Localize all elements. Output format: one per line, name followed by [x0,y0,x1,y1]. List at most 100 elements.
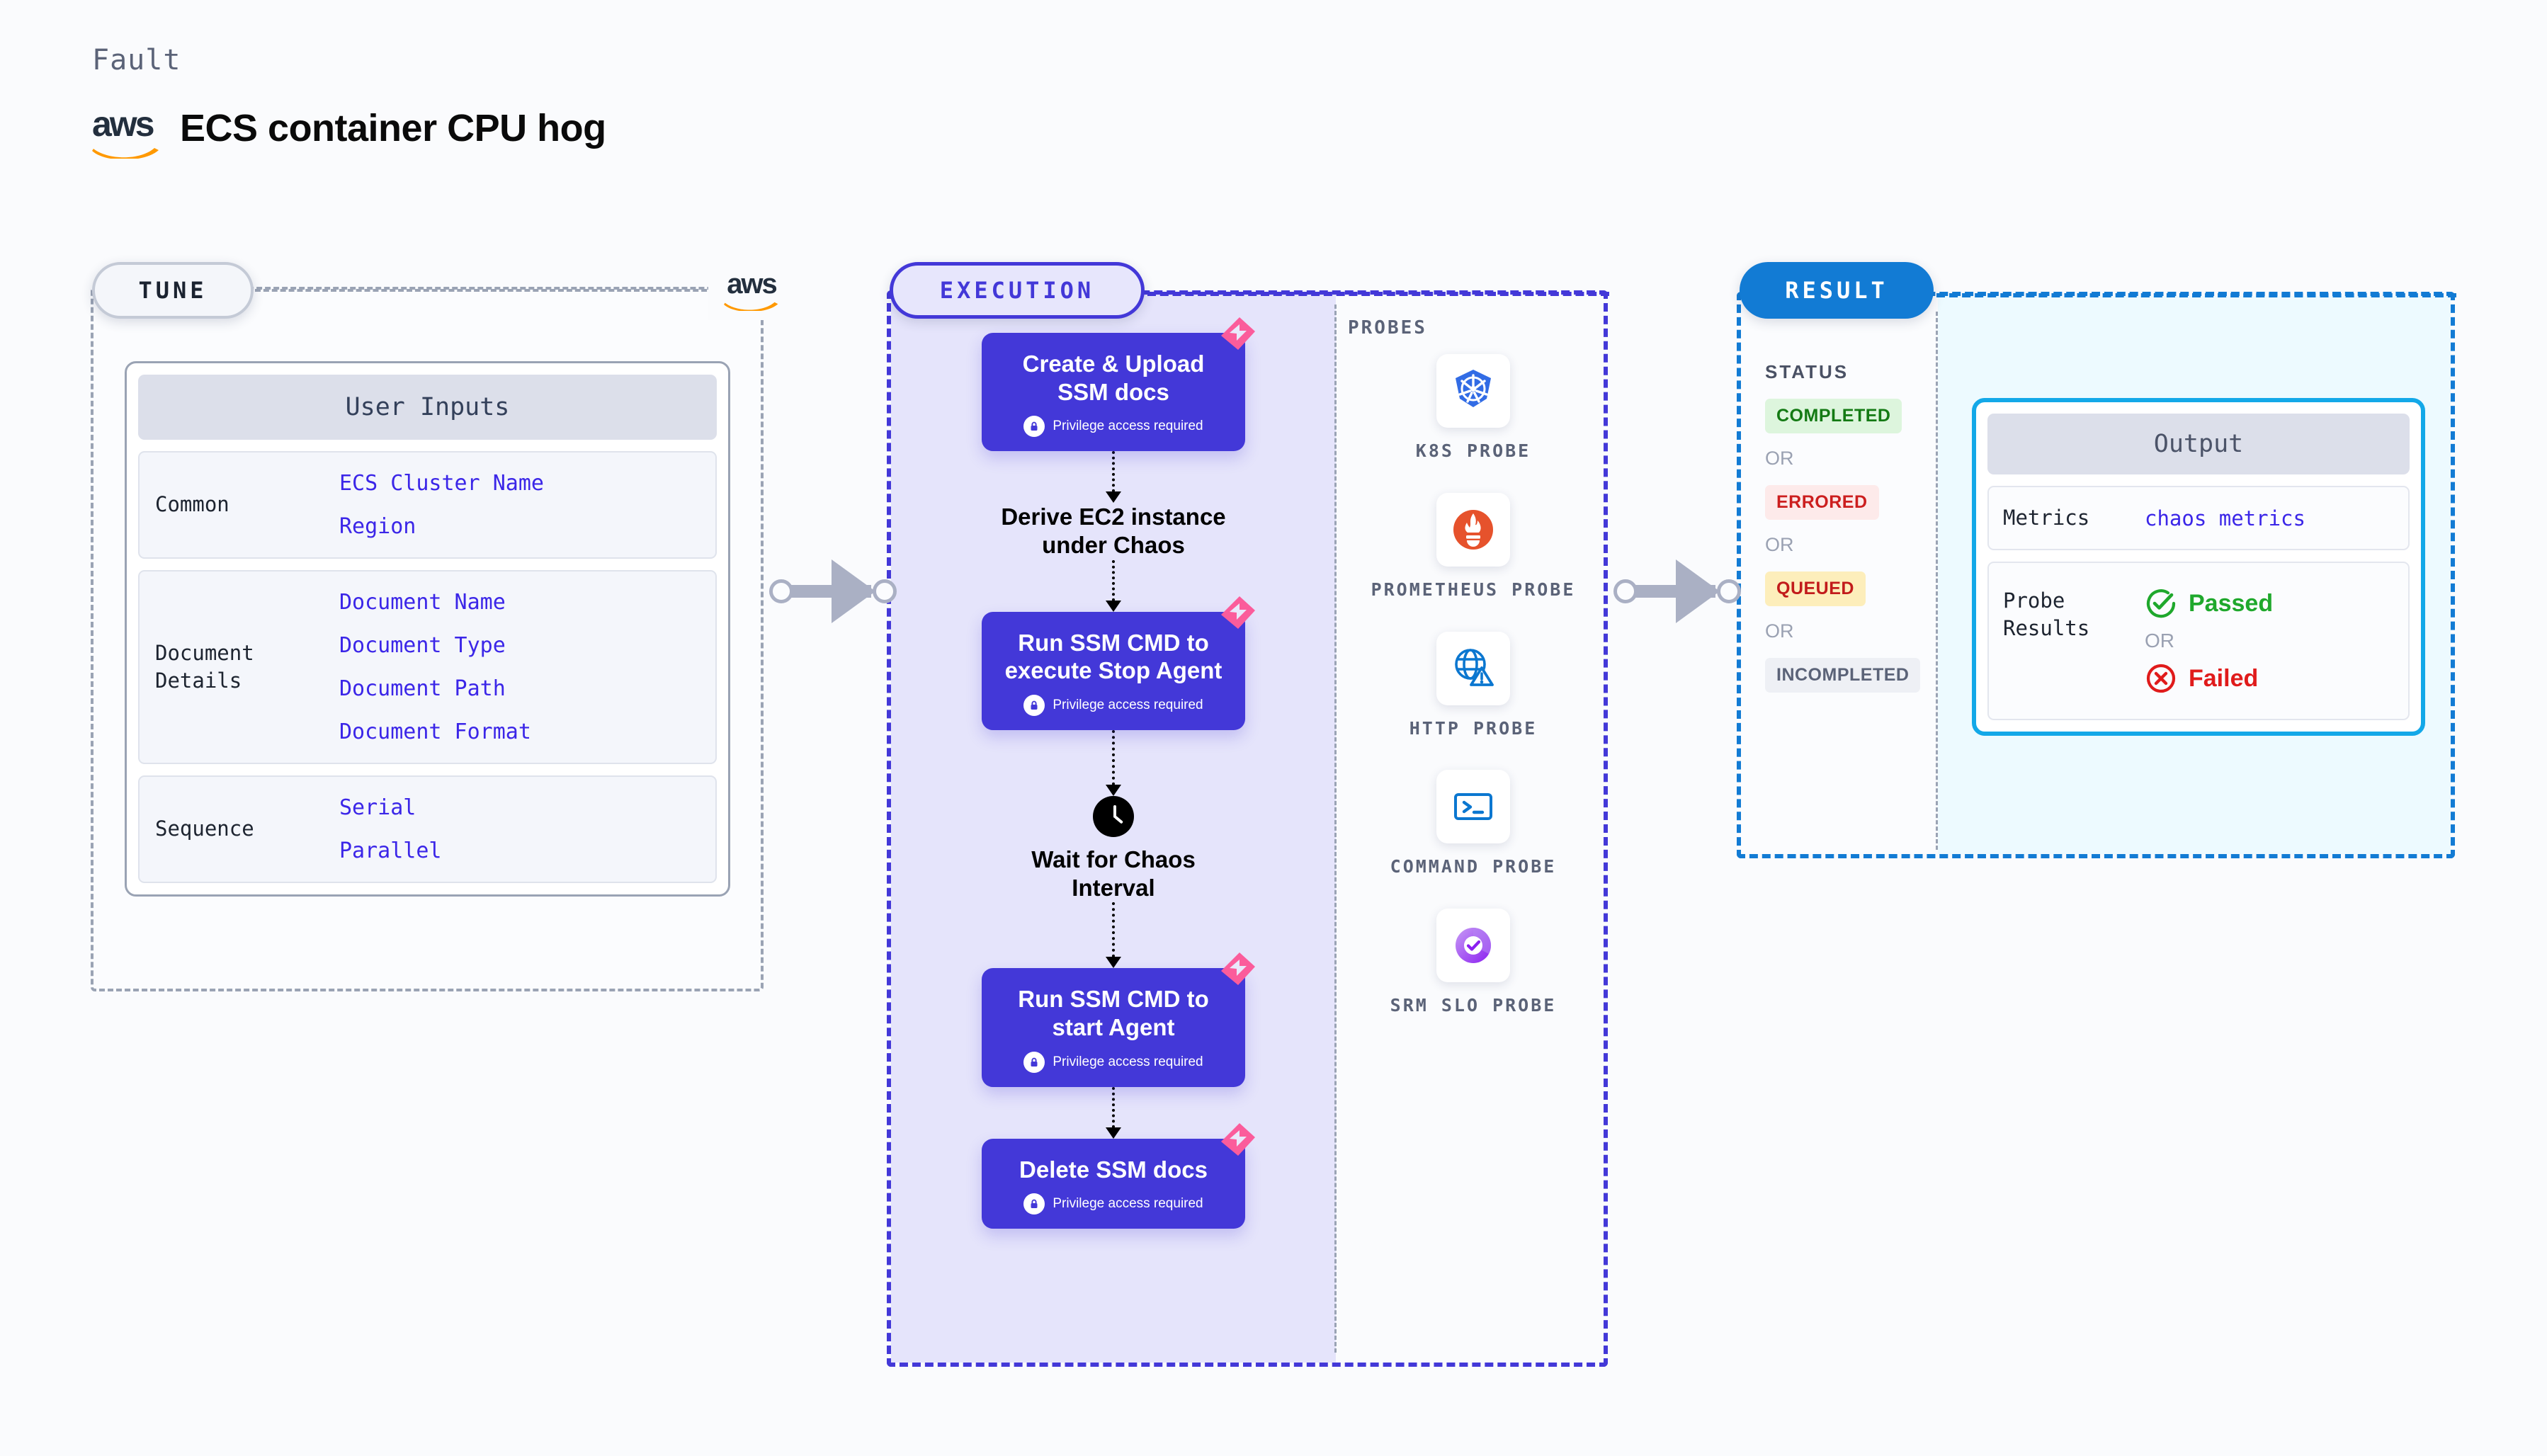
tune-top-dash [255,289,715,292]
lock-icon [1023,416,1045,438]
probes-list: K8S PROBE PROMETHEUS PROBE HTTP PROBE COMMA… [1346,354,1601,1018]
status-or-label: OR [1765,620,1794,642]
metrics-row: Metrics chaos metrics [1987,486,2410,551]
user-input-value[interactable]: Document Type [339,633,506,658]
execution-derive-node: Derive EC2 instance under Chaos [979,503,1248,560]
privilege-note-text: Privilege access required [1053,1054,1203,1069]
flow-arrow [1106,451,1121,504]
prometheus-icon [1436,492,1510,567]
http-globe-warning-icon [1436,631,1510,705]
user-input-value[interactable]: Document Name [339,590,506,615]
probe-label: HTTP PROBE [1409,717,1538,739]
clock-icon [1093,795,1134,837]
privilege-note-text: Privilege access required [1053,697,1203,712]
probes-title: PROBES [1348,317,1427,339]
aws-smile-icon [92,148,159,159]
flow-arrow [1106,729,1121,796]
lock-icon [1023,1051,1045,1073]
status-badge: ERRORED [1765,485,1879,520]
connector-start-dot [1613,579,1638,603]
probe-item[interactable]: SRM SLO PROBE [1367,909,1579,1018]
user-inputs-row-label: Common [155,492,229,517]
connector-end-dot [873,579,897,603]
connector-tune-to-execution [769,559,897,623]
probe-label: COMMAND PROBE [1390,856,1557,877]
page-title: ECS container CPU hog [180,107,606,149]
probes-divider [1334,305,1337,1353]
aws-logo-text: aws [92,104,155,144]
user-input-value[interactable]: Serial [339,795,416,820]
metrics-label: Metrics [2003,506,2090,530]
status-or-label: OR [1765,448,1794,469]
tune-pill[interactable]: TUNE [92,262,254,319]
flow-arrow [1106,559,1121,612]
page-header: Fault aws ECS container CPU hog [92,44,606,159]
privilege-note: Privilege access required [996,1193,1231,1215]
status-badge: COMPLETED [1765,399,1902,433]
probe-label: PROMETHEUS PROBE [1371,579,1576,600]
failed-label: Failed [2189,664,2259,692]
title-row: aws ECS container CPU hog [92,104,606,159]
probe-item[interactable]: COMMAND PROBE [1367,770,1579,879]
user-input-value[interactable]: Document Format [339,720,531,744]
result-pill[interactable]: RESULT [1740,262,1934,319]
chaos-badge-icon [1221,317,1255,350]
passed-label: Passed [2189,589,2274,617]
execution-step-title: Run SSM CMD to start Agent [1018,986,1209,1040]
connector-end-dot [1717,579,1741,603]
aws-logo-badge: aws [708,261,795,320]
probe-label: SRM SLO PROBE [1390,995,1557,1016]
chaos-badge-icon [1221,1122,1255,1156]
execution-step-title: Delete SSM docs [1019,1156,1208,1183]
chaos-badge-icon [1221,596,1255,629]
result-top-dash [1936,293,2456,297]
user-inputs-row-label: Sequence [155,817,254,841]
user-input-value[interactable]: ECS Cluster Name [339,471,544,496]
chaos-badge-icon [1221,952,1255,986]
execution-step-title: Run SSM CMD to execute Stop Agent [1004,629,1223,684]
check-circle-icon [2146,589,2176,618]
status-or-label: OR [1765,534,1794,555]
privilege-note: Privilege access required [996,416,1231,438]
aws-smile-icon [724,302,778,311]
metrics-value: chaos metrics [2145,506,2305,530]
lock-icon [1023,1193,1045,1215]
privilege-note: Privilege access required [996,1051,1231,1073]
probe-item[interactable]: PROMETHEUS PROBE [1367,492,1579,602]
connector-start-dot [769,579,793,603]
probe-results-or: OR [2145,630,2174,652]
lock-icon [1023,694,1045,716]
output-header: Output [1987,414,2410,474]
execution-step-title: Wait for Chaos Interval [1031,846,1196,902]
user-input-value[interactable]: Region [339,514,416,539]
srm-slo-icon [1436,909,1510,982]
probe-item[interactable]: HTTP PROBE [1367,631,1579,741]
terminal-icon [1436,770,1510,844]
probe-item[interactable]: K8S PROBE [1367,354,1579,463]
user-input-value[interactable]: Document Path [339,676,506,701]
execution-step-title: Derive EC2 instance under Chaos [1001,504,1226,559]
flow-arrow [1106,902,1121,969]
connector-execution-to-result [1613,559,1741,623]
user-input-value[interactable]: Parallel [339,838,442,863]
probe-result-failed: Failed [2145,662,2273,695]
user-inputs-header: User Inputs [138,375,717,440]
status-badge: QUEUED [1765,571,1866,606]
execution-pill[interactable]: EXECUTION [890,262,1145,319]
